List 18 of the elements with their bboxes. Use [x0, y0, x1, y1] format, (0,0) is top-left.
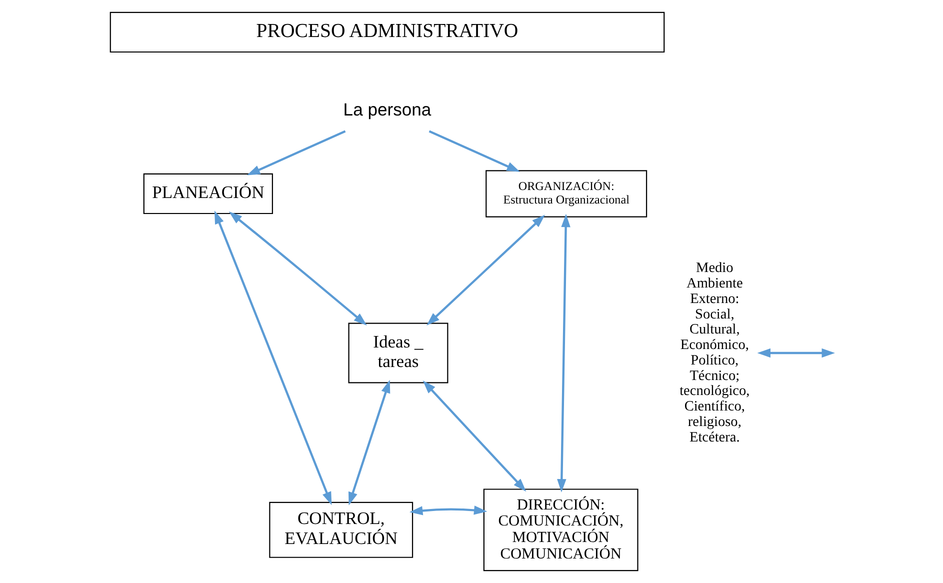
- arrow: [557, 214, 570, 492]
- arrow: [422, 380, 526, 492]
- arrow: [228, 212, 367, 326]
- node-box: DIRECCIÓN: COMUNICACIÓN, MOTIVACIÓN COMUNICACIÓN: [483, 488, 638, 572]
- arrow: [214, 210, 332, 506]
- node-text: Medio Ambiente Externo: Social, Cultural, Económico, Político, Técnico; tecnológico, Científico, religioso, Etcétera.: [680, 260, 750, 446]
- node-box: Ideas _ tareas: [348, 322, 448, 384]
- arrow: [757, 348, 835, 358]
- node-box: PROCESO ADMINISTRATIVO: [110, 12, 665, 53]
- arrow: [409, 506, 488, 516]
- node-box: CONTROL, EVALAUCIÓN: [269, 502, 414, 558]
- node-text: La persona: [343, 99, 432, 120]
- arrow: [348, 380, 390, 506]
- arrow: [426, 214, 546, 326]
- node-box: ORGANIZACIÓN: Estructura Organizacional: [486, 170, 648, 218]
- arrow: [428, 130, 520, 172]
- arrow: [246, 130, 346, 176]
- node-box: PLANEACIÓN: [143, 173, 273, 214]
